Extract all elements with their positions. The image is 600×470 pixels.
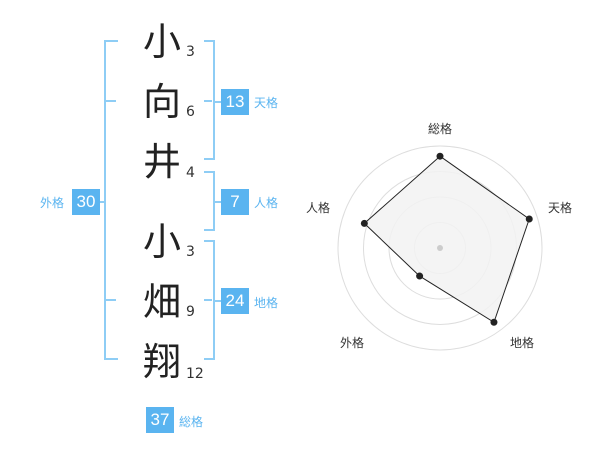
- chikaku-bracket: [204, 240, 215, 360]
- surname-char-1: 小: [142, 20, 181, 64]
- given-char-3: 翔: [142, 340, 181, 384]
- surname-strokes-1: 3: [186, 44, 195, 60]
- radar-point-3: [416, 272, 424, 280]
- surname-char-3: 井: [142, 140, 181, 184]
- radar-label-jinkaku: 人格: [306, 201, 331, 215]
- gaikaku-tick-1: [104, 100, 116, 102]
- chikaku-bracket-tick: [204, 299, 212, 301]
- tenkaku-bracket: [204, 40, 215, 160]
- gaikaku-connector: [98, 201, 104, 203]
- given-strokes-1: 3: [186, 244, 195, 260]
- gaikaku-value-badge: 30: [72, 189, 100, 215]
- given-char-1: 小: [142, 220, 181, 264]
- radar-point-4: [360, 219, 368, 227]
- given-strokes-2: 9: [186, 304, 195, 320]
- soukaku-label: 総格: [179, 415, 204, 429]
- tenkaku-connector: [215, 101, 221, 103]
- radar-label-soukaku: 総格: [428, 122, 453, 136]
- jinkaku-connector: [215, 201, 221, 203]
- radar-point-1: [525, 215, 533, 223]
- given-char-2: 畑: [142, 280, 181, 324]
- tenkaku-bracket-tick: [204, 100, 212, 102]
- tenkaku-label: 天格: [254, 96, 279, 110]
- given-strokes-3: 12: [186, 366, 204, 382]
- surname-strokes-2: 6: [186, 104, 195, 120]
- gaikaku-bracket: [104, 40, 118, 360]
- chikaku-value-badge: 24: [221, 288, 249, 314]
- radar-point-2: [490, 318, 498, 326]
- tenkaku-value-badge: 13: [221, 89, 249, 115]
- radar-label-chikaku: 地格: [510, 336, 535, 350]
- jinkaku-bracket: [204, 171, 215, 231]
- radar-label-gaikaku: 外格: [340, 336, 365, 350]
- gaikaku-tick-2: [104, 299, 116, 301]
- radar-value-polygon: [363, 155, 530, 324]
- gaikaku-label: 外格: [40, 196, 65, 210]
- surname-strokes-3: 4: [186, 165, 195, 181]
- chikaku-label: 地格: [254, 296, 279, 310]
- radar-grid-ring: [337, 145, 543, 351]
- surname-char-2: 向: [142, 80, 181, 124]
- fortune-radar-chart: [337, 145, 543, 351]
- soukaku-value-badge: 37: [146, 407, 174, 433]
- radar-center-dot: [437, 245, 443, 251]
- jinkaku-label: 人格: [254, 196, 279, 210]
- chikaku-connector: [215, 300, 221, 302]
- radar-label-tenkaku: 天格: [548, 201, 573, 215]
- radar-point-0: [436, 152, 444, 160]
- jinkaku-value-badge: 7: [221, 189, 249, 215]
